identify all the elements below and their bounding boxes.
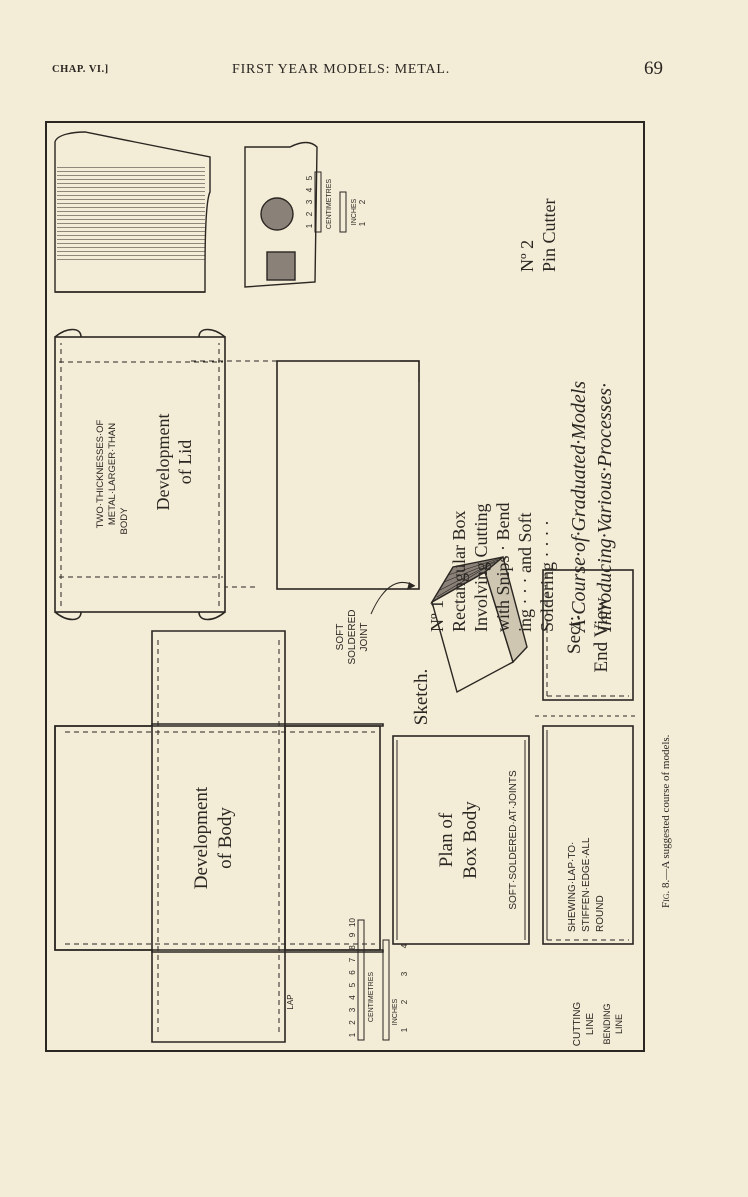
scale-right: CENTIMETRES INCHES [314, 171, 358, 233]
lid-lap-panel [191, 360, 420, 590]
scale-left-cm-tick-9: 9 [348, 932, 357, 937]
plan-note: SOFT·SOLDERED·AT·JOINTS [508, 770, 519, 910]
scale-left-in-tick-1: 1 [400, 1027, 409, 1032]
model1-line-6: Soldering · · · · [537, 520, 557, 632]
model1-line-4: with Snips · Bend [493, 502, 513, 632]
scale-left-cm-tick-5: 5 [348, 982, 357, 987]
model1-line-3: Involving Cutting [471, 503, 491, 632]
box-sketch [430, 555, 528, 694]
scale-right-cm-tick-1: 1 [305, 223, 314, 228]
joint-label-2: SOLDERED [347, 609, 358, 664]
bending-line-2: LINE [614, 1014, 624, 1034]
caption-text: —A suggested course of models. [660, 734, 672, 880]
body-label-2: of Body [215, 807, 236, 869]
scale-right-in-tick-1: 1 [358, 221, 367, 226]
cutting-line-1: CUTTING [572, 1002, 583, 1047]
pin-cutter-front-view [244, 141, 318, 288]
scale-right-cm-tick-3: 3 [305, 199, 314, 204]
line-legend: CUTTING LINE BENDING LINE [572, 1002, 624, 1047]
lid-label-1: Development [153, 414, 173, 511]
scale-right-in-label: INCHES [351, 198, 358, 225]
pin-cutter-side-view [54, 131, 211, 293]
scale-left-cm-tick-3: 3 [348, 1007, 357, 1012]
joint-label-3: JOINT [359, 623, 370, 652]
plan-of-box-body [392, 735, 530, 945]
scale-left-cm-tick-2: 2 [348, 1020, 357, 1025]
model2-line-2: Pin Cutter [539, 198, 559, 272]
lid-label-2: of Lid [175, 440, 195, 485]
course-title-1: A·Course·of·Graduated·Models [568, 381, 590, 634]
development-of-body [54, 630, 384, 1043]
running-title: FIRST YEAR MODELS: METAL. [232, 62, 451, 77]
joint-label-1: SOFT [335, 624, 346, 651]
section-lap-view [542, 725, 634, 945]
cutting-line-2: LINE [585, 1013, 596, 1036]
plan-label-2: Box Body [460, 801, 481, 879]
model1-line-1: Nº 1 [427, 600, 447, 632]
development-of-lid [54, 328, 226, 621]
plan-label-1: Plan of [436, 812, 457, 867]
scale-right-cm-tick-4: 4 [305, 187, 314, 192]
section-end-view [542, 569, 634, 701]
figure-plate: Development of Body LAP TWO·THICKNESSES·… [45, 121, 645, 1052]
scale-right-cm-tick-5: 5 [305, 175, 314, 180]
lap-label: LAP [286, 994, 295, 1009]
course-title-2: Introducing·Various·Processes· [594, 383, 616, 633]
running-header: CHAP. VI.] FIRST YEAR MODELS: METAL. 69 [0, 58, 748, 88]
sketch-label: Sketch. [411, 669, 432, 725]
scale-left: CENTIMETRES INCHES [357, 919, 399, 1041]
chapter-label: CHAP. VI.] [52, 64, 109, 75]
lap-note-2: STIFFEN·EDGE·ALL [581, 837, 592, 932]
scale-left-cm-tick-7: 7 [348, 957, 357, 962]
lap-note-3: ROUND [595, 895, 606, 932]
model1-line-5: ing · · · and Soft [515, 513, 535, 632]
lid-note-1: TWO·THICKNESSES·OF [95, 419, 106, 528]
joint-arrow-head [407, 582, 415, 590]
page-number: 69 [644, 58, 663, 79]
model2-line-1: Nº 2 [517, 240, 537, 272]
scale-right-cm-tick-2: 2 [305, 211, 314, 216]
scale-left-in-label: INCHES [392, 998, 399, 1025]
model1-line-2: Rectangular Box [449, 511, 469, 632]
scale-left-in-tick-3: 3 [400, 971, 409, 976]
scale-left-cm-tick-6: 6 [348, 970, 357, 975]
section-label-1: Sect: [564, 616, 585, 654]
scale-left-cm-tick-4: 4 [348, 995, 357, 1000]
plate-border [45, 121, 645, 1052]
scale-left-cm-tick-8: 8 [348, 945, 357, 950]
body-label-1: Development [191, 786, 212, 889]
scale-right-in-tick-2: 2 [358, 199, 367, 204]
lap-note-1: SHEWING·LAP·TO· [567, 842, 578, 932]
figure-number: Fig. 8. [660, 879, 672, 908]
section-label-2: End View [591, 597, 612, 672]
scale-left-in-tick-4: 4 [400, 943, 409, 948]
lid-note-2: METAL·LARGER·THAN [107, 423, 118, 525]
scale-left-in-tick-2: 2 [400, 999, 409, 1004]
bending-line-1: BENDING [602, 1003, 612, 1044]
scale-left-cm-label: CENTIMETRES [368, 972, 375, 1023]
scale-right-cm-label: CENTIMETRES [326, 179, 333, 230]
scale-left-cm-tick-1: 1 [348, 1032, 357, 1037]
scale-left-cm-tick-10: 10 [348, 918, 357, 927]
lid-note-3: BODY [119, 507, 130, 535]
